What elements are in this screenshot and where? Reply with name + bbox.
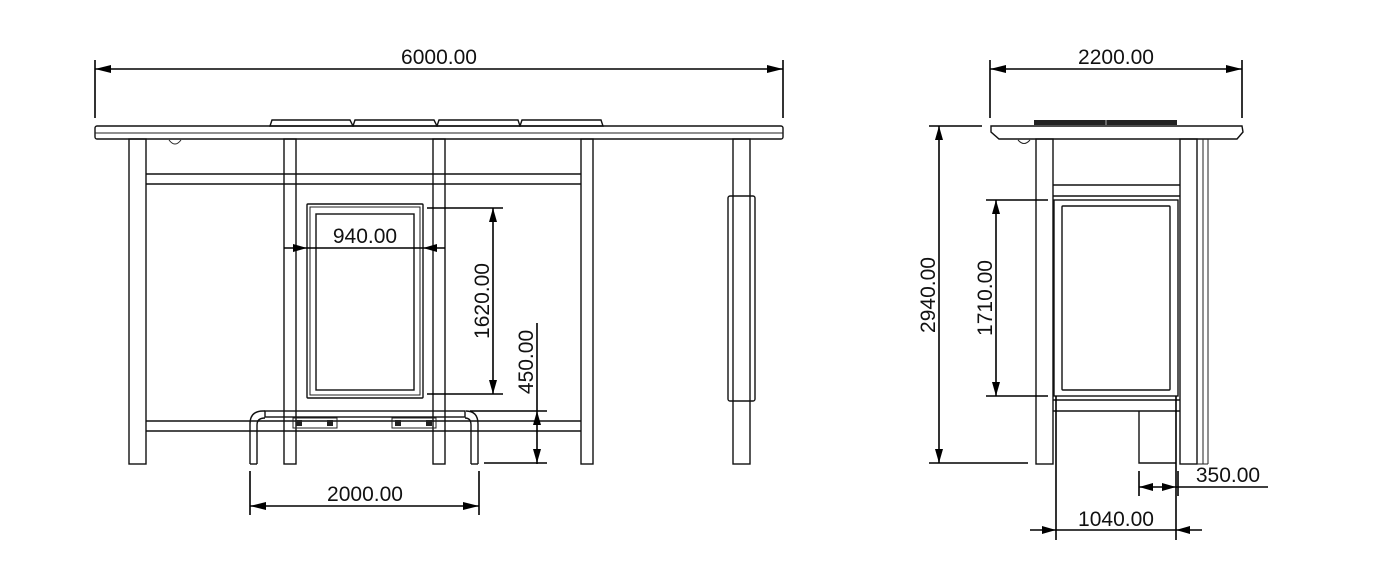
dim-overall-depth-label: 2200.00 [1078,46,1154,69]
dim-panel-width: 940.00 [284,225,445,252]
side-panel-edge [727,195,756,402]
ad-panel-side [1053,199,1180,412]
roof-light [168,139,182,145]
dim-panel-width-label: 940.00 [333,225,397,248]
dim-overall-height: 2940.00 [917,125,1028,464]
front-view: 6000.00 940.00 1620.00 450.00 [94,46,784,515]
dim-overall-depth: 2200.00 [989,46,1243,118]
dim-panel-height: 1620.00 [427,207,503,395]
dim-side-panel-height: 1710.00 [974,199,1048,397]
dim-overall-width-label: 6000.00 [401,46,477,69]
dim-overall-height-label: 2940.00 [917,257,940,333]
side-foot [1138,411,1176,464]
bench [249,410,479,465]
side-roof-slab [990,125,1244,140]
ad-panel-front [306,203,424,399]
dim-bench-width-label: 2000.00 [327,483,403,506]
roof-panels [269,119,604,127]
front-columns [128,138,751,465]
side-view: 2200.00 2940.00 1710.00 350.0 [917,46,1268,540]
dim-panel-height-label: 1620.00 [471,263,494,339]
dim-panel-depth: 1040.00 [1030,396,1202,540]
dim-side-panel-height-label: 1710.00 [974,260,997,336]
dim-bench-height: 450.00 [470,323,547,464]
dim-foot-width: 350.00 [1138,464,1268,496]
dim-foot-width-label: 350.00 [1196,464,1260,487]
dim-overall-width: 6000.00 [94,46,784,118]
dim-bench-height-label: 450.00 [515,330,538,394]
dim-panel-depth-label: 1040.00 [1078,508,1154,531]
dim-bench-width: 2000.00 [249,471,480,515]
